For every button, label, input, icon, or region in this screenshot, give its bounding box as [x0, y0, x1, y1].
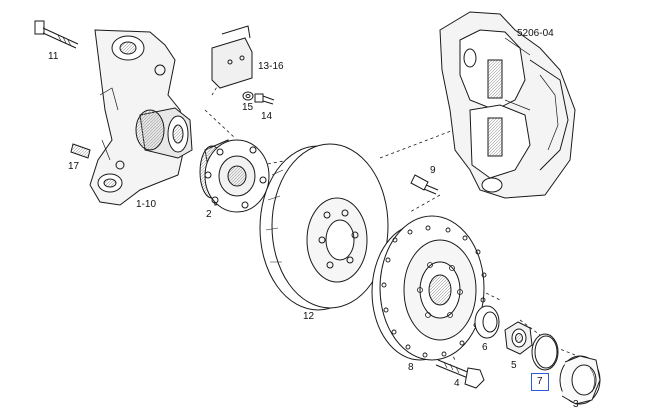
- label-5: 5: [511, 360, 517, 371]
- label-1-10: 1-10: [136, 199, 157, 210]
- label-3: 3: [573, 399, 579, 410]
- part-15-washer[interactable]: [242, 91, 254, 101]
- label-6: 6: [482, 342, 488, 353]
- label-9: 9: [430, 165, 436, 176]
- part-2-hub-bearing[interactable]: [199, 139, 270, 213]
- label-15: 15: [242, 102, 254, 113]
- part-13-16-shield[interactable]: [211, 25, 253, 89]
- label-7: 7: [537, 376, 543, 387]
- reference-code: 5206-04: [517, 28, 554, 39]
- part-6-spacer-ring[interactable]: [474, 305, 500, 339]
- label-8: 8: [408, 362, 414, 373]
- label-14: 14: [261, 111, 273, 122]
- selected-part-highlight[interactable]: [531, 373, 549, 391]
- label-11: 11: [48, 51, 59, 62]
- label-2: 2: [206, 209, 212, 220]
- part-8-brake-disc[interactable]: [371, 215, 487, 361]
- part-5-nut[interactable]: [504, 321, 533, 355]
- part-1-10-steering-knuckle[interactable]: [89, 29, 193, 206]
- part-17-stud[interactable]: [70, 143, 91, 159]
- brake-caliper[interactable]: [439, 11, 576, 199]
- part-4-wheel-bolt[interactable]: [435, 359, 485, 389]
- part-7-o-ring[interactable]: [531, 333, 559, 371]
- label-17: 17: [68, 161, 80, 172]
- label-13-16: 13-16: [258, 61, 284, 72]
- part-14-bolt[interactable]: [254, 93, 275, 105]
- label-4: 4: [454, 378, 460, 389]
- part-9-screw[interactable]: [410, 174, 439, 195]
- part-12-brake-disc[interactable]: [259, 143, 389, 311]
- part-11-bolt[interactable]: [34, 20, 79, 49]
- part-3-hub-cap[interactable]: [559, 355, 601, 405]
- label-12: 12: [303, 311, 315, 322]
